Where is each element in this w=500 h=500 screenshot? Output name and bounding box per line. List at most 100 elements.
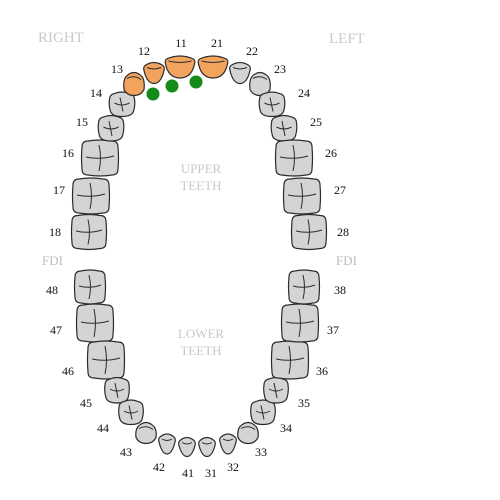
tooth-number-37: 37 (327, 323, 339, 337)
tooth-27-groove (287, 182, 317, 210)
tooth-number-24: 24 (298, 86, 310, 100)
tooth-34-crown[interactable] (250, 399, 276, 426)
tooth-22[interactable] (229, 61, 251, 85)
tooth-11[interactable] (164, 55, 196, 79)
tooth-25[interactable] (270, 114, 298, 142)
tooth-24[interactable] (258, 91, 286, 118)
tooth-17[interactable] (71, 177, 111, 215)
tooth-number-43: 43 (120, 445, 132, 459)
tooth-31-groove (201, 442, 213, 445)
tooth-14-groove (114, 97, 130, 112)
tooth-23[interactable] (249, 71, 271, 97)
tooth-33-crown[interactable] (237, 421, 259, 445)
tooth-41[interactable] (178, 436, 196, 458)
tooth-44-crown[interactable] (118, 399, 144, 426)
tooth-24-groove (264, 97, 280, 112)
tooth-42[interactable] (158, 433, 176, 455)
tooth-36[interactable] (270, 340, 310, 380)
tooth-45[interactable] (104, 376, 130, 404)
tooth-11-groove (168, 60, 192, 63)
fdi-label-right: FDI (336, 253, 357, 268)
right-side-label: RIGHT (38, 30, 84, 46)
gap-marker-11-12[interactable] (165, 79, 179, 93)
tooth-48[interactable] (73, 269, 107, 305)
tooth-26[interactable] (274, 139, 314, 177)
tooth-46-groove (91, 345, 121, 375)
tooth-26-groove (279, 144, 309, 172)
tooth-41-groove (181, 442, 193, 445)
tooth-23-groove (252, 76, 268, 80)
tooth-18-groove (75, 219, 103, 245)
tooth-number-32: 32 (227, 460, 239, 474)
tooth-43[interactable] (135, 421, 157, 445)
upper-teeth-label-line2: TEETH (180, 178, 221, 193)
tooth-16[interactable] (80, 139, 120, 177)
tooth-18[interactable] (70, 213, 108, 251)
tooth-number-38: 38 (334, 283, 346, 297)
tooth-12[interactable] (143, 61, 165, 85)
tooth-47[interactable] (75, 303, 115, 343)
tooth-number-16: 16 (62, 146, 74, 160)
tooth-32-crown[interactable] (219, 433, 237, 455)
tooth-number-26: 26 (325, 146, 337, 160)
tooth-number-22: 22 (246, 44, 258, 58)
tooth-17-groove (76, 182, 106, 210)
tooth-21-crown[interactable] (197, 55, 229, 79)
lower-teeth-label-line2: TEETH (180, 343, 221, 358)
tooth-15-groove (103, 120, 119, 137)
upper-teeth-label-line1: UPPER (181, 161, 222, 176)
tooth-13-crown[interactable] (123, 71, 145, 97)
tooth-31-crown[interactable] (198, 436, 216, 458)
tooth-number-28: 28 (337, 225, 349, 239)
tooth-15[interactable] (97, 114, 125, 142)
tooth-13[interactable] (123, 71, 145, 97)
gap-marker-11-21[interactable] (189, 75, 203, 89)
tooth-37[interactable] (280, 303, 320, 343)
tooth-number-17: 17 (53, 183, 65, 197)
tooth-32-groove (222, 438, 234, 441)
tooth-number-42: 42 (153, 460, 165, 474)
tooth-22-groove (232, 67, 248, 70)
tooth-45-groove (109, 382, 125, 399)
tooth-21-groove (201, 60, 225, 63)
tooth-21[interactable] (197, 55, 229, 79)
tooth-31[interactable] (198, 436, 216, 458)
tooth-25-crown[interactable] (270, 114, 298, 142)
tooth-33[interactable] (237, 421, 259, 445)
tooth-22-crown[interactable] (229, 61, 251, 85)
tooth-43-crown[interactable] (135, 421, 157, 445)
tooth-32[interactable] (219, 433, 237, 455)
tooth-number-45: 45 (80, 396, 92, 410)
tooth-35-crown[interactable] (263, 376, 289, 404)
tooth-35-groove (268, 382, 284, 399)
tooth-11-crown[interactable] (164, 55, 196, 79)
tooth-number-18: 18 (49, 225, 61, 239)
tooth-46[interactable] (86, 340, 126, 380)
tooth-number-33: 33 (255, 445, 267, 459)
tooth-35[interactable] (263, 376, 289, 404)
tooth-38[interactable] (287, 269, 321, 305)
tooth-number-12: 12 (138, 44, 150, 58)
tooth-42-crown[interactable] (158, 433, 176, 455)
tooth-34[interactable] (250, 399, 276, 426)
tooth-28[interactable] (290, 213, 328, 251)
tooth-15-crown[interactable] (97, 114, 125, 142)
tooth-37-groove (285, 308, 315, 338)
tooth-number-36: 36 (316, 364, 328, 378)
tooth-12-crown[interactable] (143, 61, 165, 85)
tooth-38-groove (292, 274, 316, 300)
tooth-number-35: 35 (298, 396, 310, 410)
tooth-41-crown[interactable] (178, 436, 196, 458)
tooth-24-crown[interactable] (258, 91, 286, 118)
tooth-33-groove (240, 426, 256, 430)
tooth-45-crown[interactable] (104, 376, 130, 404)
lower-teeth-label-line1: LOWER (178, 326, 225, 341)
tooth-43-groove (138, 426, 154, 430)
gap-marker-12-13[interactable] (146, 87, 160, 101)
tooth-44[interactable] (118, 399, 144, 426)
tooth-27[interactable] (282, 177, 322, 215)
left-side-label: LEFT (329, 31, 365, 47)
